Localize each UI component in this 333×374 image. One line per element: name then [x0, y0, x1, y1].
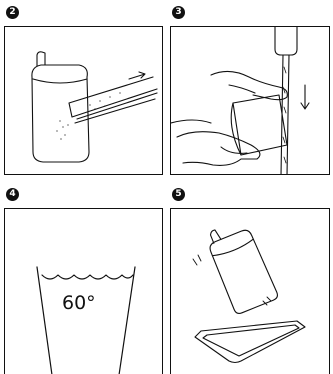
faucet-icon	[275, 27, 297, 55]
dry-bottle-illustration	[171, 209, 330, 374]
hand-wash-illustration	[171, 27, 330, 175]
bottle-icon	[32, 65, 89, 162]
basin-icon	[37, 267, 135, 374]
panel-step-2	[4, 26, 163, 175]
panel-step-3	[170, 26, 330, 175]
step-badge-5: 5	[172, 188, 185, 201]
panel-step-4: 60°	[4, 208, 163, 374]
step-badge-4: 4	[6, 188, 19, 201]
step-badge-2: 2	[6, 6, 19, 19]
step-badge-3: 3	[172, 6, 185, 19]
bottle-rinse-illustration	[5, 27, 163, 175]
panel-step-5	[170, 208, 330, 374]
temperature-label: 60°	[62, 292, 96, 314]
